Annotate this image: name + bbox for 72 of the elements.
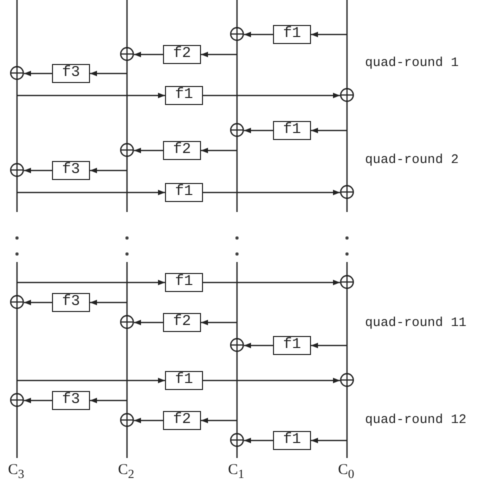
wire-label: C$_{3}$ xyxy=(8,462,24,482)
arrow xyxy=(24,168,52,174)
function-box: f2 xyxy=(163,411,201,430)
arrow xyxy=(311,342,347,348)
arrow xyxy=(24,398,52,404)
arrow xyxy=(24,70,52,76)
xor-symbol xyxy=(340,185,354,199)
arrow xyxy=(90,70,127,76)
xor-symbol xyxy=(230,433,244,447)
xor-symbol xyxy=(230,123,244,137)
arrow xyxy=(203,190,340,196)
arrow xyxy=(134,320,163,326)
round-label: quad-round 12 xyxy=(365,412,466,427)
arrow xyxy=(201,52,237,58)
xor-symbol xyxy=(340,88,354,102)
arrow xyxy=(244,342,273,348)
function-box: f1 xyxy=(273,121,311,140)
function-box: f1 xyxy=(165,273,203,292)
function-box: f3 xyxy=(52,293,90,312)
wire-label: C$_{2}$ xyxy=(118,462,134,482)
xor-symbol xyxy=(230,27,244,41)
xor-symbol xyxy=(10,393,24,407)
wire-label: C$_{0}$ xyxy=(338,462,354,482)
arrow xyxy=(17,280,165,286)
arrow xyxy=(134,418,163,424)
round-label: quad-round 2 xyxy=(365,152,459,167)
xor-symbol xyxy=(120,315,134,329)
round-label: quad-round 11 xyxy=(365,315,466,330)
arrow xyxy=(244,32,273,38)
function-box: f3 xyxy=(52,391,90,410)
arrow xyxy=(203,92,340,98)
arrow xyxy=(90,398,127,404)
arrow xyxy=(201,418,237,424)
arrow xyxy=(24,300,52,306)
function-box: f3 xyxy=(52,161,90,180)
arrow xyxy=(17,378,165,384)
function-box: f3 xyxy=(52,64,90,83)
function-box: f2 xyxy=(163,141,201,160)
arrow xyxy=(17,92,165,98)
arrow xyxy=(201,148,237,154)
function-box: f1 xyxy=(165,86,203,105)
xor-symbol xyxy=(120,413,134,427)
xor-symbol xyxy=(10,66,24,80)
arrow xyxy=(203,280,340,286)
round-label: quad-round 1 xyxy=(365,55,459,70)
xor-symbol xyxy=(120,47,134,61)
wire-label: C$_{1}$ xyxy=(228,462,244,482)
xor-symbol xyxy=(120,143,134,157)
function-box: f1 xyxy=(273,336,311,355)
arrow xyxy=(90,300,127,306)
arrow xyxy=(244,438,273,444)
arrow xyxy=(311,438,347,444)
arrow xyxy=(134,52,163,58)
arrow xyxy=(90,168,127,174)
function-box: f2 xyxy=(163,313,201,332)
xor-symbol xyxy=(340,373,354,387)
function-box: f1 xyxy=(273,25,311,44)
function-box: f1 xyxy=(165,371,203,390)
arrow xyxy=(134,148,163,154)
xor-symbol xyxy=(10,295,24,309)
arrow xyxy=(201,320,237,326)
arrow xyxy=(311,128,347,134)
function-box: f1 xyxy=(165,183,203,202)
function-box: f1 xyxy=(273,431,311,450)
xor-symbol xyxy=(230,338,244,352)
arrow xyxy=(311,32,347,38)
arrow xyxy=(203,378,340,384)
function-box: f2 xyxy=(163,45,201,64)
xor-symbol xyxy=(340,275,354,289)
xor-symbol xyxy=(10,163,24,177)
arrow xyxy=(244,128,273,134)
arrow xyxy=(17,190,165,196)
